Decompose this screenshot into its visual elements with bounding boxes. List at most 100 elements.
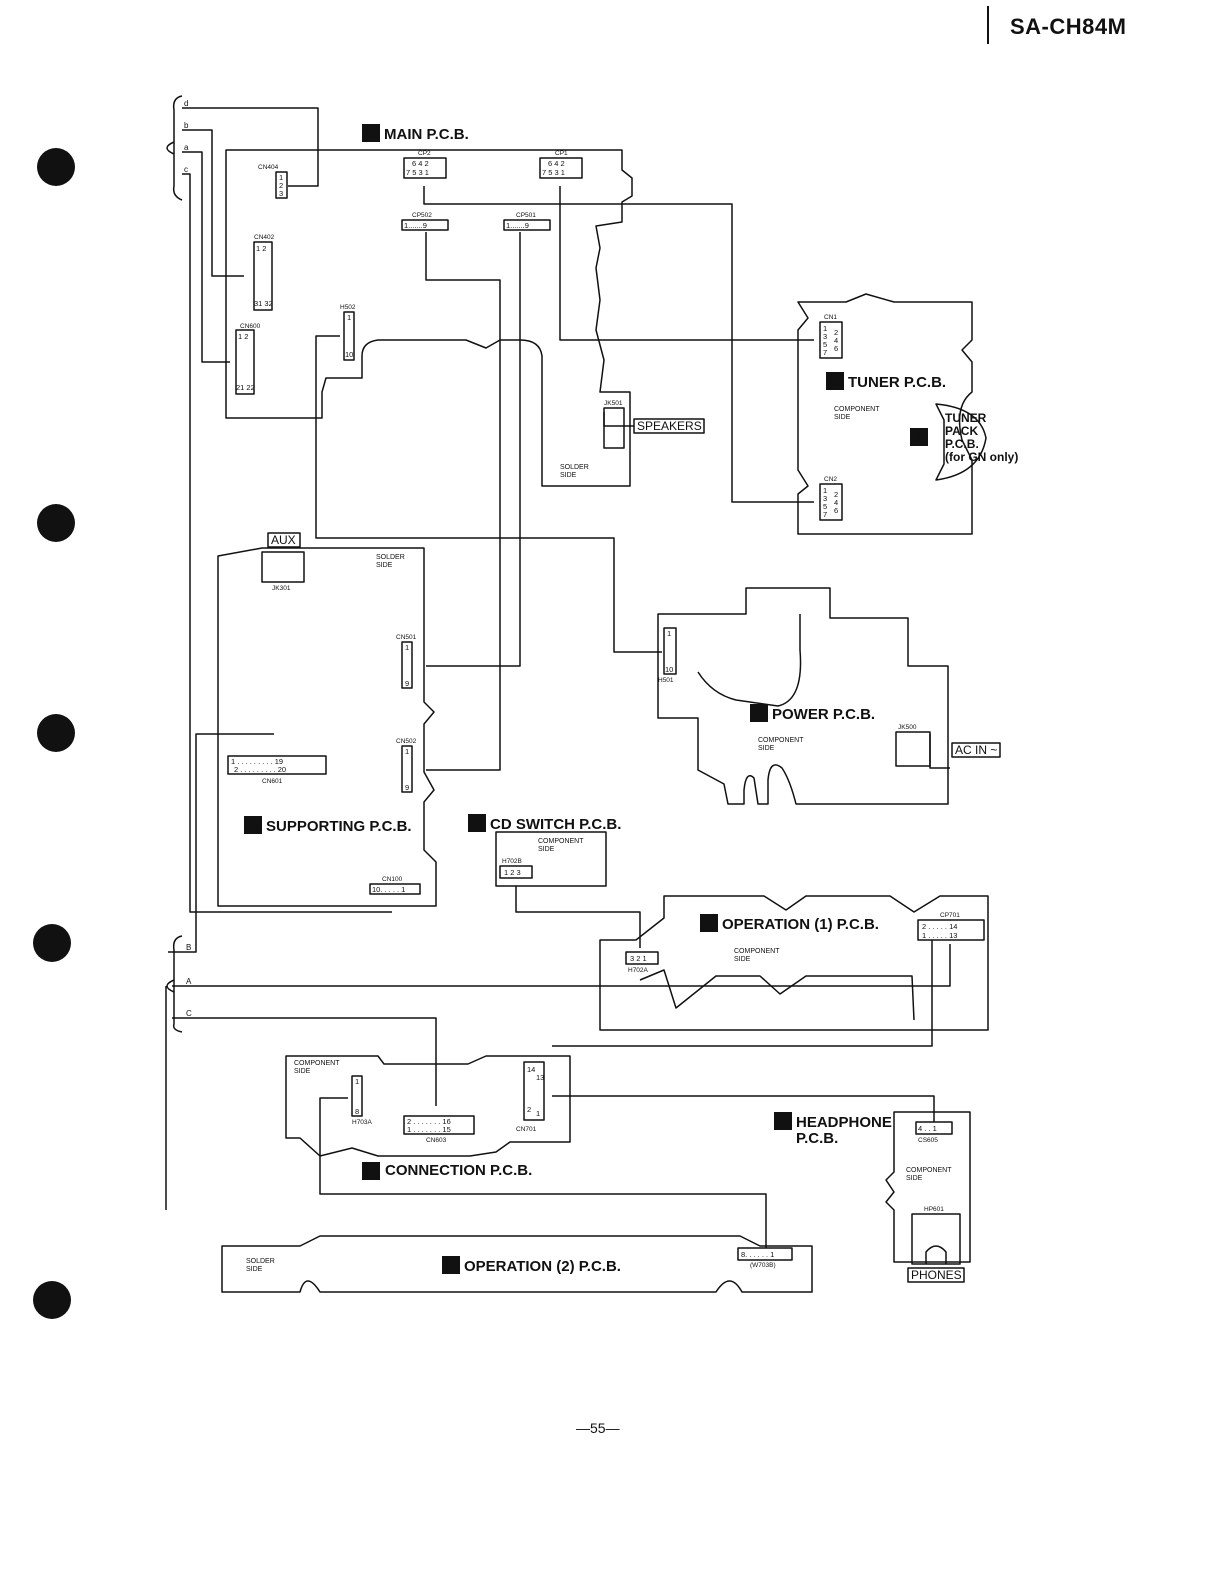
cp1-row-2: 7 5 3 1 — [542, 168, 565, 177]
wire-cp502-cn502 — [425, 232, 501, 771]
wire-A — [172, 944, 951, 987]
cn501-pin-bottom: 9 — [405, 679, 409, 688]
wire-C — [172, 1017, 437, 1106]
h703a-pin-bottom: 8 — [355, 1107, 359, 1116]
cn404-pin-1: 1 — [279, 173, 283, 182]
cn1-body — [819, 321, 843, 359]
ac-in-label: AC IN ~ — [955, 743, 997, 757]
supporting-side-1: SOLDER — [376, 554, 405, 561]
cn404-label: CN404 — [258, 164, 279, 171]
wire-a — [182, 151, 230, 363]
cn402-body — [253, 241, 273, 311]
edge-brace-top — [172, 95, 183, 201]
cn501-pin-top: 1 — [405, 643, 409, 652]
operation1-side-1: COMPONENT — [734, 948, 780, 955]
cn2-pin-4: 4 — [834, 498, 838, 507]
cp502-pins: 1.......9 — [404, 221, 427, 230]
cp2-label: CP2 — [418, 150, 431, 157]
cn701-label: CN701 — [516, 1126, 537, 1133]
cn100-body — [369, 883, 421, 895]
h502-label: H502 — [340, 304, 356, 311]
operation2-letter: E — [447, 1258, 456, 1273]
wire-cp501-cn501 — [426, 232, 521, 667]
operation1-pcb-outline — [599, 895, 989, 1031]
cn701-pin-1: 1 — [536, 1109, 540, 1118]
edge-brace-bottom — [172, 935, 183, 1033]
edge-a: a — [184, 143, 189, 152]
cn603-row-1: 2 . . . . . . . 16 — [407, 1117, 451, 1126]
cs605-body — [915, 1121, 953, 1135]
cn404-pin-2: 2 — [279, 181, 283, 190]
cn603-body — [403, 1115, 475, 1135]
edge-c: c — [184, 165, 188, 174]
wire-h702b-h702a — [515, 886, 641, 948]
badge-letters: S B T R J Q F P K E — [248, 126, 923, 1273]
h501-pin-top: 1 — [667, 629, 671, 638]
jk301-body — [261, 551, 305, 583]
edge-b: b — [184, 121, 189, 130]
cn402-label: CN402 — [254, 234, 275, 241]
phones-label-box — [907, 1267, 965, 1283]
aux-label-box — [267, 532, 301, 548]
h702a-pins: 3 2 1 — [630, 954, 647, 963]
edge-d: d — [184, 99, 188, 108]
h702b-pins: 1 2 3 — [504, 868, 521, 877]
operation2-pcb-outline — [221, 1235, 813, 1293]
cn402-pins-bottom: 31 32 — [254, 299, 273, 308]
cn2-pin-6: 6 — [834, 506, 838, 515]
cp502-label: CP502 — [412, 212, 432, 219]
cn600-pins-bottom: 21 22 — [236, 383, 255, 392]
supporting-letter: R — [248, 818, 258, 833]
cp2-row-1: 6 4 2 — [412, 159, 429, 168]
jk500-body — [895, 731, 931, 767]
connection-side-2: SIDE — [294, 1068, 311, 1075]
cp501-body — [503, 219, 551, 231]
aux-label: AUX — [271, 533, 296, 547]
supporting-pcb-outline — [217, 547, 437, 907]
cd-switch-side-2: SIDE — [538, 846, 555, 853]
h502-pin-top: 1 — [347, 313, 351, 322]
cn2-body — [819, 483, 843, 521]
cn601-row-2: 2 . . . . . . . . . 20 — [234, 765, 286, 774]
headphone-pcb-outline — [885, 1111, 971, 1263]
wire-jk500-acin — [929, 734, 950, 769]
main-solder-side-1: SOLDER — [560, 464, 589, 471]
hp601-body — [911, 1213, 961, 1265]
tuner-pcb-outline — [797, 293, 973, 535]
w703b-body — [737, 1247, 793, 1261]
tuner-pack-line-3: P.C.B. — [945, 437, 979, 451]
cn601-label: CN601 — [262, 778, 283, 785]
operation1-pcb-label: OPERATION (1) P.C.B. — [722, 916, 879, 933]
cn100-pins: 10. . . . . 1 — [372, 885, 405, 894]
cn1-pin-3: 3 — [823, 332, 827, 341]
wire-cp1-cn1 — [559, 186, 814, 341]
h703a-body — [351, 1075, 363, 1117]
binder-holes — [33, 148, 75, 1319]
tuner-pack-line-1: TUNER — [945, 411, 987, 425]
speakers-label: SPEAKERS — [637, 419, 702, 433]
h702a-label: H702A — [628, 967, 649, 974]
main-pcb-outline — [225, 149, 633, 487]
supporting-pcb-label: SUPPORTING P.C.B. — [266, 818, 412, 835]
cp2-row-2: 7 5 3 1 — [406, 168, 429, 177]
cn601-row-1: 1 . . . . . . . . . 19 — [231, 757, 283, 766]
wire-cn701-cp701 — [552, 940, 933, 1047]
cn2-pin-3: 3 — [823, 494, 827, 503]
headphone-letter: K — [778, 1114, 788, 1129]
cn701-pin-13: 13 — [536, 1073, 544, 1082]
cn501-label: CN501 — [396, 634, 417, 641]
edge-C: C — [186, 1009, 192, 1018]
wire-c — [182, 173, 392, 913]
h502-body — [343, 311, 355, 361]
cn1-pin-1: 1 — [823, 324, 827, 333]
connection-side-1: COMPONENT — [294, 1060, 340, 1067]
cn600-label: CN600 — [240, 323, 261, 330]
h702b-label: H702B — [502, 858, 522, 865]
cp701-row-1: 2 . . . . . 14 — [922, 922, 957, 931]
h702b-body — [499, 865, 533, 879]
cn2-label: CN2 — [824, 476, 837, 483]
cd-switch-letter: Q — [472, 816, 482, 831]
h501-body — [663, 627, 677, 675]
power-side-2: SIDE — [758, 745, 775, 752]
